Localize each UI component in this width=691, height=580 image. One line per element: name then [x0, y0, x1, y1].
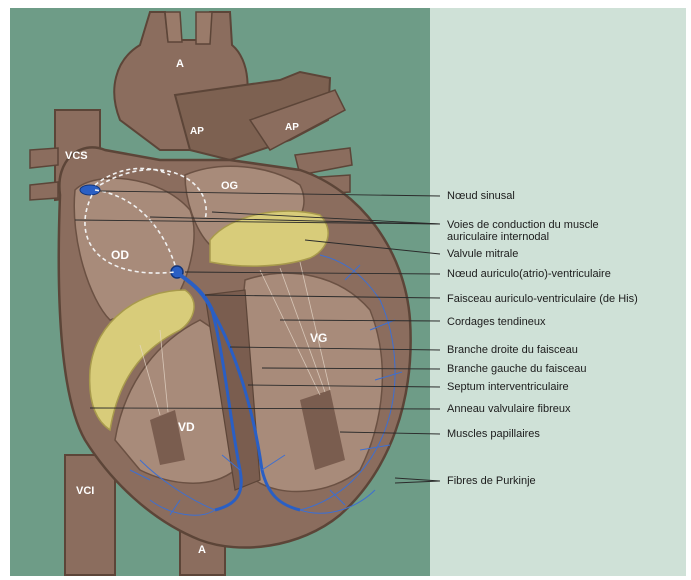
aorta-branch-1: [165, 12, 182, 42]
callout-bundle-of-his: Faisceau auriculo-ventriculaire (de His): [447, 293, 638, 305]
label-aorta-bottom: A: [198, 544, 206, 556]
callout-fibrous-annulus: Anneau valvulaire fibreux: [447, 403, 571, 415]
inferior-vena-cava: [65, 455, 115, 575]
svc-side-vessels: [30, 148, 58, 200]
callout-papillary-muscles: Muscles papillaires: [447, 428, 540, 440]
label-ap-left: AP: [190, 126, 204, 137]
callout-right-branch: Branche droite du faisceau: [447, 344, 578, 356]
callout-chordae: Cordages tendineux: [447, 316, 545, 328]
callout-mitral-valve: Valvule mitrale: [447, 248, 518, 260]
leader-purkinje-2: [395, 481, 440, 483]
callout-left-branch: Branche gauche du faisceau: [447, 363, 586, 375]
label-od: OD: [111, 248, 129, 262]
label-vd: VD: [178, 420, 195, 434]
label-og: OG: [221, 180, 238, 192]
label-vci: VCI: [76, 485, 94, 497]
callout-av-node: Nœud auriculo(atrio)-ventriculaire: [447, 268, 611, 280]
callout-sinus-node: Nœud sinusal: [447, 190, 515, 202]
label-ap-right: AP: [285, 122, 299, 133]
label-vg: VG: [310, 331, 327, 345]
leader-purkinje-1: [395, 478, 440, 481]
label-aorta-top: A: [176, 58, 184, 70]
callout-purkinje-fibers: Fibres de Purkinje: [447, 475, 536, 487]
callout-septum: Septum interventriculaire: [447, 381, 569, 393]
label-vcs: VCS: [65, 150, 88, 162]
aorta-branch-2: [196, 12, 212, 44]
